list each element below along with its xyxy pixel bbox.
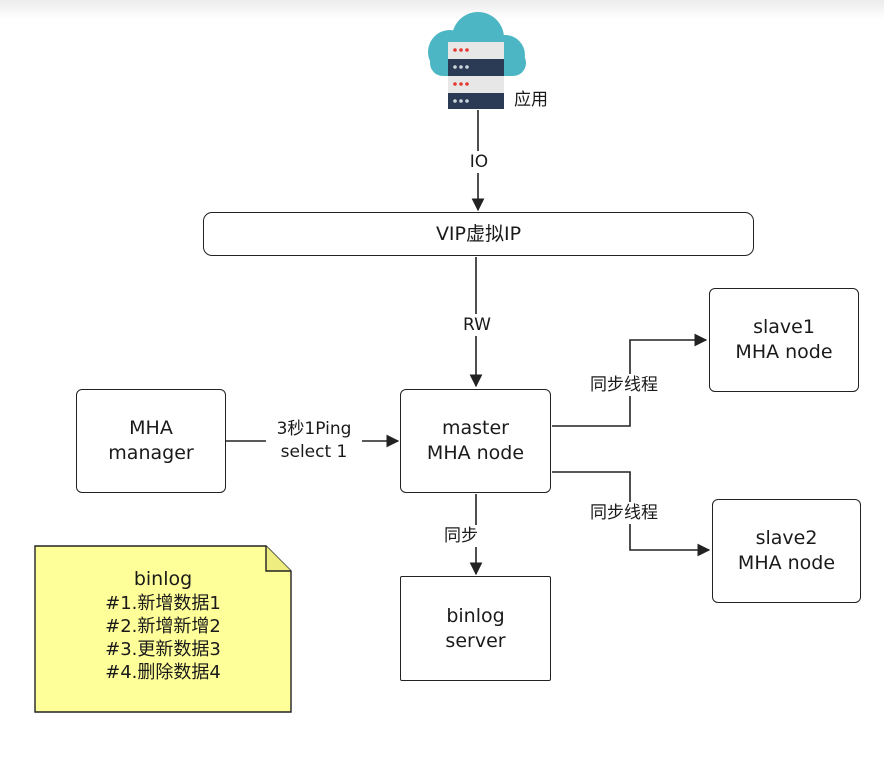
binlog-note-line: #2.新增新增2	[105, 616, 221, 637]
binlog-note-title: binlog	[133, 568, 193, 590]
master-node-line2: MHA node	[426, 442, 525, 464]
slave1-node: slave1 MHA node	[709, 288, 859, 392]
slave2-node-line1: slave2	[755, 527, 818, 549]
slave1-node-line2: MHA node	[735, 341, 833, 363]
app-label: 应用	[514, 90, 548, 110]
manager-node-line1: MHA	[129, 417, 173, 439]
vip-node: VIP虚拟IP	[203, 212, 754, 256]
binlog-note-line: #3.更新数据3	[105, 639, 221, 660]
master-node-line1: master	[441, 417, 509, 439]
slave2-node: slave2 MHA node	[712, 499, 861, 603]
edge-label-io: IO	[466, 151, 492, 173]
top-shadow	[0, 0, 884, 20]
edge-label-rw: RW	[458, 314, 496, 336]
binlog-note-shape	[34, 545, 292, 713]
edge-label-sync-slave1: 同步线程	[590, 374, 658, 396]
binlog-server-line1: binlog	[446, 604, 505, 627]
binlog-note-line: #1.新增数据1	[105, 593, 221, 614]
binlog-note-line: #4.删除数据4	[105, 662, 221, 683]
edge-label-ping-line2: select 1	[280, 442, 348, 462]
slave1-node-line1: slave1	[753, 316, 815, 338]
master-node: master MHA node	[400, 389, 551, 493]
cloud-server-icon	[428, 12, 526, 109]
manager-node: MHA manager	[76, 389, 226, 493]
vip-node-label: VIP虚拟IP	[435, 222, 522, 245]
edge-label-ping: 3秒1Ping select 1	[266, 418, 362, 464]
binlog-note: binlog #1.新增数据1 #2.新增新增2 #3.更新数据3 #4.删除数…	[36, 566, 290, 684]
binlog-server-node: binlog server	[400, 576, 551, 681]
manager-node-line2: manager	[108, 442, 194, 464]
binlog-server-line2: server	[445, 629, 506, 652]
edge-label-sync-binlog: 同步	[444, 525, 478, 547]
edge-label-ping-line1: 3秒1Ping	[276, 419, 352, 439]
edge-label-sync-slave2: 同步线程	[590, 502, 658, 524]
slave2-node-line2: MHA node	[737, 552, 836, 574]
